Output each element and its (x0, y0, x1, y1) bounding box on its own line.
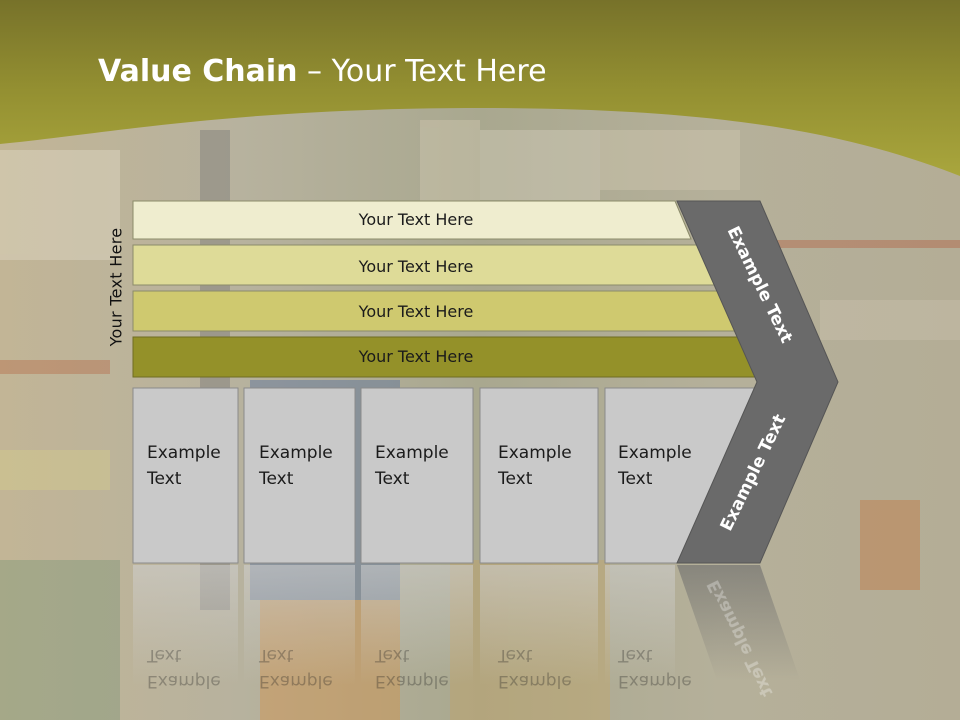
slide-title: Value Chain – Your Text Here (98, 54, 547, 89)
support-row-label: Your Text Here (358, 347, 474, 366)
reflection (677, 565, 800, 680)
primary-box-label: Text (617, 469, 653, 489)
reflected-label: Example (618, 671, 692, 691)
reflected-label: Text (374, 645, 410, 665)
primary-box-label: Text (374, 469, 410, 489)
primary-box-1 (132, 387, 239, 564)
primary-box-2 (243, 387, 356, 564)
reflected-label: Text (617, 645, 653, 665)
primary-box-label: Example (375, 443, 449, 463)
reflected-label: Text (258, 645, 294, 665)
reflected-label: Example (259, 671, 333, 691)
reflected-label: Text (146, 645, 182, 665)
primary-box-label: Example (498, 443, 572, 463)
primary-box-label: Text (497, 469, 533, 489)
reflected-label: Example (147, 671, 221, 691)
slide-title-rest: – Your Text Here (297, 54, 547, 89)
reflection (133, 565, 238, 685)
support-row-label: Your Text Here (358, 257, 474, 276)
support-side-label: Your Text Here (106, 227, 126, 347)
reflected-label: Example (498, 671, 572, 691)
primary-box-label: Example (618, 443, 692, 463)
support-row-label: Your Text Here (358, 302, 474, 321)
primary-box-label: Text (146, 469, 182, 489)
margin-chevron (676, 200, 839, 564)
header-band (0, 0, 960, 176)
primary-box-label: Example (147, 443, 221, 463)
primary-box-4 (479, 387, 599, 564)
support-row-label: Your Text Here (358, 210, 474, 229)
primary-box-3 (360, 387, 474, 564)
reflection (244, 565, 355, 685)
primary-box-label: Text (258, 469, 294, 489)
reflected-label: Example (375, 671, 449, 691)
primary-box-label: Example (259, 443, 333, 463)
slide-title-bold: Value Chain (98, 54, 298, 89)
reflection (605, 565, 675, 685)
reflected-label: Text (497, 645, 533, 665)
reflection (480, 565, 598, 685)
support-row-1 (132, 200, 692, 240)
reflection (361, 565, 473, 685)
